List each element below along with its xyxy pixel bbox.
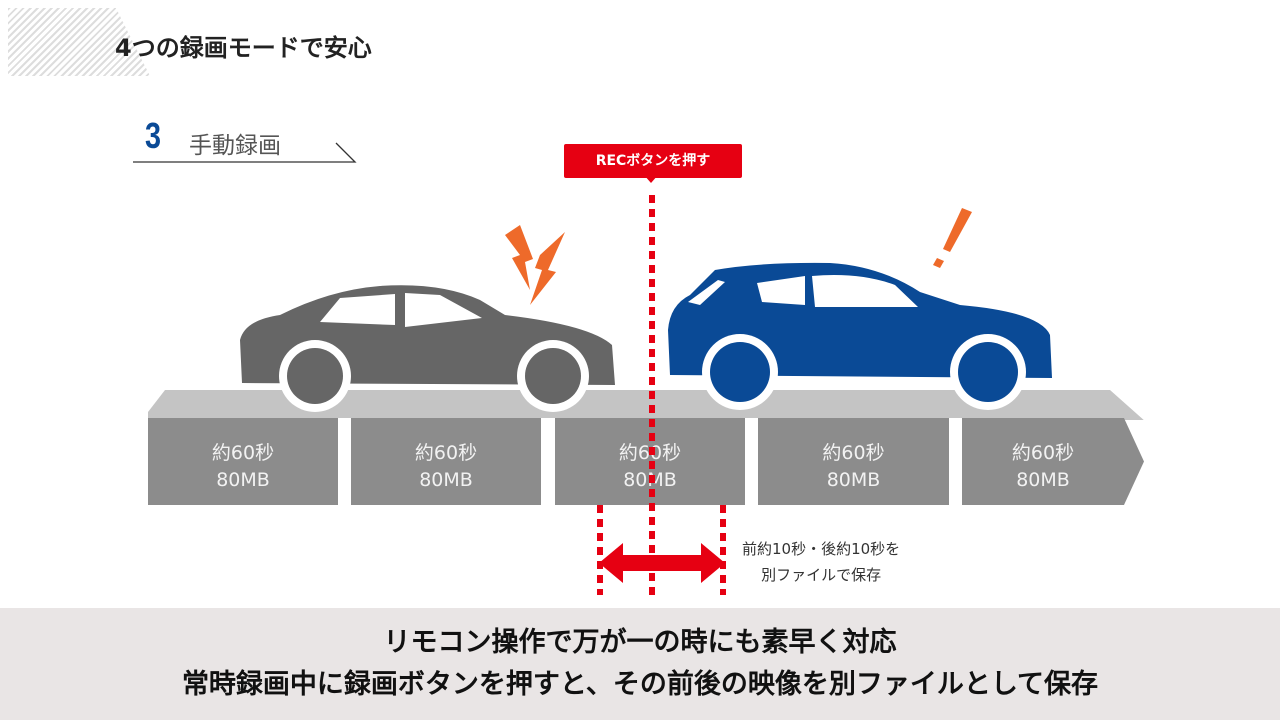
note-line-1: 前約10秒・後約10秒を <box>742 540 901 558</box>
illustration <box>148 208 1144 420</box>
section-underline <box>133 142 357 163</box>
segment-duration: 約60秒 <box>1011 442 1075 464</box>
section-number: 3 <box>145 115 162 156</box>
footer-line-1: リモコン操作で万が一の時にも素早く対応 <box>383 627 897 658</box>
footer-line-2: 常時録画中に録画ボタンを押すと、その前後の映像を別ファイルとして保存 <box>181 669 1099 700</box>
double-arrow-icon <box>599 543 725 583</box>
segment-size: 80MB <box>826 469 881 491</box>
exclamation-icon <box>933 208 972 268</box>
clip-start-line <box>597 505 603 595</box>
page-title: 4つの録画モードで安心 <box>115 34 372 62</box>
segment-duration: 約60秒 <box>211 442 275 464</box>
segment-size: 80MB <box>216 469 270 491</box>
note-line-2: 別ファイルで保存 <box>761 566 882 584</box>
segment-duration: 約60秒 <box>414 442 478 464</box>
segment-5: 約60秒 80MB <box>962 418 1144 505</box>
segment-1: 約60秒 80MB <box>148 418 338 505</box>
segment-duration: 約60秒 <box>822 442 885 464</box>
segment-size: 80MB <box>1016 469 1070 491</box>
gray-sedan-car <box>240 285 615 412</box>
rec-button-callout: RECボタンを押す <box>564 144 742 183</box>
segment-size: 80MB <box>419 469 473 491</box>
blue-suv-car <box>668 262 1052 410</box>
clip-end-line <box>720 505 726 595</box>
lightning-bolt-icon <box>505 225 565 305</box>
segment-4: 約60秒 80MB <box>758 418 949 505</box>
section-title: 手動録画 <box>189 133 281 159</box>
rec-marker-line <box>649 195 655 595</box>
segment-2: 約60秒 80MB <box>351 418 541 505</box>
save-note: 前約10秒・後約10秒を別ファイルで保存 <box>742 536 900 588</box>
footer-caption: リモコン操作で万が一の時にも素早く対応常時録画中に録画ボタンを押すと、その前後の… <box>0 608 1280 720</box>
road-band <box>148 390 1144 420</box>
